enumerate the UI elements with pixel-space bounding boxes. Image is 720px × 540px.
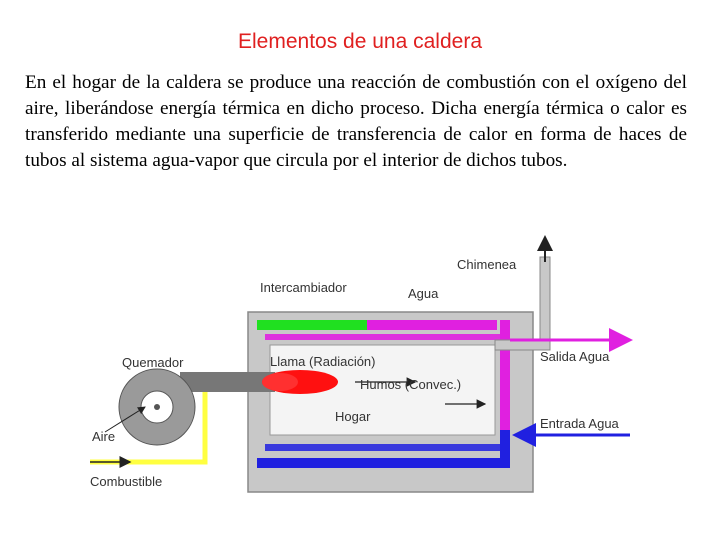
exchanger-tube	[257, 320, 367, 330]
label-salida-agua: Salida Agua	[540, 349, 610, 364]
burner-fan-hub	[154, 404, 160, 410]
water-tube-hot	[367, 320, 497, 330]
label-aire: Aire	[92, 429, 115, 444]
water-tube-cold	[257, 458, 507, 468]
air-arrow	[104, 406, 146, 433]
label-hogar: Hogar	[335, 409, 371, 424]
label-quemador: Quemador	[122, 355, 184, 370]
label-humos: Humos (Convec.)	[360, 377, 461, 392]
boiler-diagram: Chimenea Intercambiador Agua Quemador Ll…	[90, 235, 633, 493]
water-tube-hot	[265, 334, 500, 340]
label-intercambiador: Intercambiador	[260, 280, 347, 295]
water-tube-cold-right	[500, 430, 510, 468]
burner-pipe	[180, 372, 275, 392]
water-tube-cold	[265, 444, 505, 451]
label-combustible: Combustible	[90, 474, 162, 489]
body-paragraph: En el hogar de la caldera se produce una…	[25, 72, 687, 171]
water-tube-right	[500, 320, 510, 430]
label-entrada-agua: Entrada Agua	[540, 416, 620, 431]
slide-title: Elementos de una caldera	[238, 30, 482, 53]
label-chimenea: Chimenea	[457, 257, 517, 272]
flame-core	[262, 373, 298, 391]
label-agua: Agua	[408, 286, 439, 301]
label-llama: Llama (Radiación)	[270, 354, 376, 369]
